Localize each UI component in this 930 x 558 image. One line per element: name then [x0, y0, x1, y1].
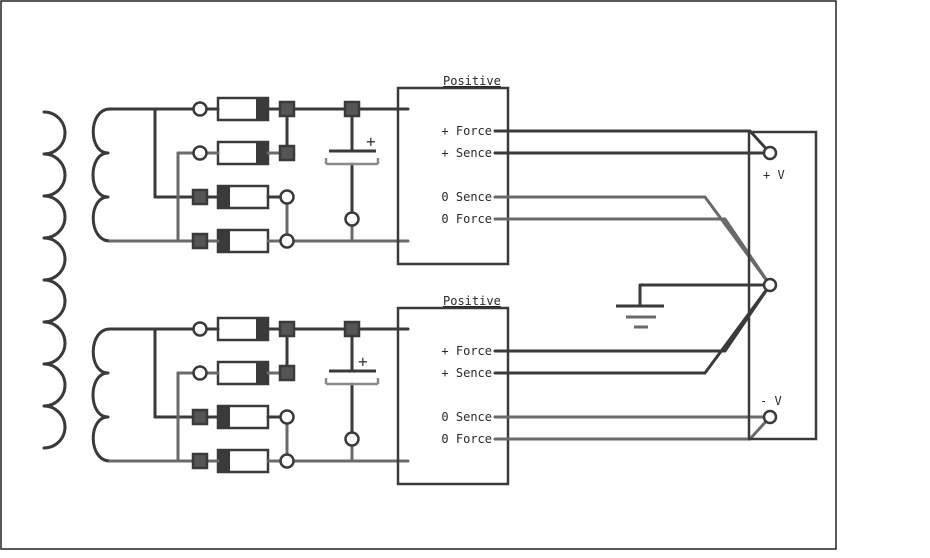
regulator-title-bottom: Positive: [443, 294, 501, 308]
terminal-label-bottom-0: + Force: [441, 344, 492, 358]
load-box: [747, 130, 818, 441]
rectifier-diode-bank-top: [216, 96, 270, 254]
diagram-frame: [0, 0, 837, 550]
regulator-box-top: [396, 86, 510, 266]
ground-icon: [616, 304, 664, 329]
transformer-secondary-bottom: [91, 327, 112, 463]
terminal-nodes-bottom: [191, 320, 361, 470]
top-power-section: + Positive + Force + Sence 0 Sence 0 For…: [91, 74, 510, 266]
output-wiring: [493, 129, 772, 441]
terminal-label-top-2: 0 Sence: [441, 190, 492, 204]
cap-polarity-bottom: +: [358, 352, 368, 371]
terminal-label-bottom-2: 0 Sence: [441, 410, 492, 424]
rectifier-diode-bank-bottom: [216, 316, 270, 474]
load-terminal-positive: [762, 145, 778, 161]
filter-capacitor-top: +: [324, 132, 380, 166]
load-terminal-negative: [762, 409, 778, 425]
regulator-title-top: Positive: [443, 74, 501, 88]
filter-capacitor-bottom: +: [324, 352, 380, 386]
terminal-label-bottom-1: + Sence: [441, 366, 492, 380]
load-terminal-center: [762, 277, 778, 293]
terminal-label-top-0: + Force: [441, 124, 492, 138]
terminal-label-top-1: + Sence: [441, 146, 492, 160]
bottom-power-section: + Positive + Force + Sence 0 Sence 0 For…: [91, 294, 510, 486]
load-label-positive: + V: [763, 168, 785, 182]
regulator-box-bottom: [396, 306, 510, 486]
transformer-primary-winding: [42, 110, 67, 450]
cap-polarity-top: +: [366, 132, 376, 151]
terminal-label-bottom-3: 0 Force: [441, 432, 492, 446]
transformer-secondary-top: [91, 107, 112, 243]
load-label-negative: - V: [760, 394, 782, 408]
terminal-label-top-3: 0 Force: [441, 212, 492, 226]
terminal-nodes-top: [191, 100, 361, 250]
